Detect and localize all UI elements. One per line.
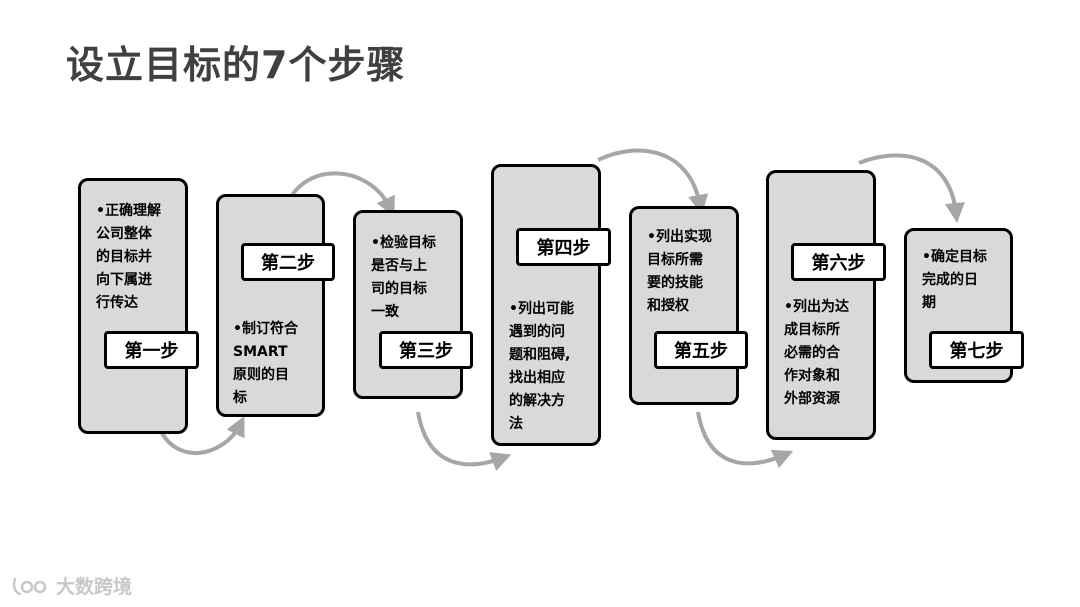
watermark-logo-icon xyxy=(12,577,47,595)
arrow-3-to-4 xyxy=(416,411,512,471)
watermark-text: 大数跨境 xyxy=(56,576,133,598)
step-4-text: •列出可能 遇到的问 题和阻碍, 找出相应 的解决方 法 xyxy=(509,301,574,432)
arrow-1-to-2 xyxy=(155,416,245,455)
step-3-text: •检验目标 是否与上 司的目标 一致 xyxy=(371,235,436,320)
step-6-text: •列出为达 成目标所 必需的合 作对象和 外部资源 xyxy=(784,299,849,407)
page-title: 设立目标的7个步骤 xyxy=(66,43,406,87)
step-4-label: 第四步 xyxy=(516,228,611,266)
step-3-label: 第三步 xyxy=(379,331,473,369)
arrow-4-to-5 xyxy=(597,148,709,215)
arrow-6-to-7 xyxy=(858,153,965,223)
step-5-text: •列出实现 目标所需 要的技能 和授权 xyxy=(647,229,712,314)
step-2-text: •制订符合 SMART 原则的目 标 xyxy=(233,321,298,406)
watermark: 大数跨境 xyxy=(12,572,132,599)
step-5-card xyxy=(629,206,739,405)
step-6-label: 第六步 xyxy=(791,243,886,281)
step-7-label: 第七步 xyxy=(929,331,1024,369)
step-5-label: 第五步 xyxy=(654,331,748,369)
step-4-card xyxy=(491,164,601,446)
step-1-label: 第一步 xyxy=(104,331,199,369)
arrow-2-to-3 xyxy=(285,171,395,218)
arrow-5-to-6 xyxy=(696,411,794,469)
step-2-label: 第二步 xyxy=(241,243,335,281)
step-2-card xyxy=(216,194,325,417)
step-6-card xyxy=(766,170,876,440)
step-1-card xyxy=(78,178,188,434)
step-1-text: •正确理解 公司整体 的目标并 向下属进 行传达 xyxy=(96,203,161,311)
step-7-text: •确定目标 完成的日 期 xyxy=(922,249,987,311)
